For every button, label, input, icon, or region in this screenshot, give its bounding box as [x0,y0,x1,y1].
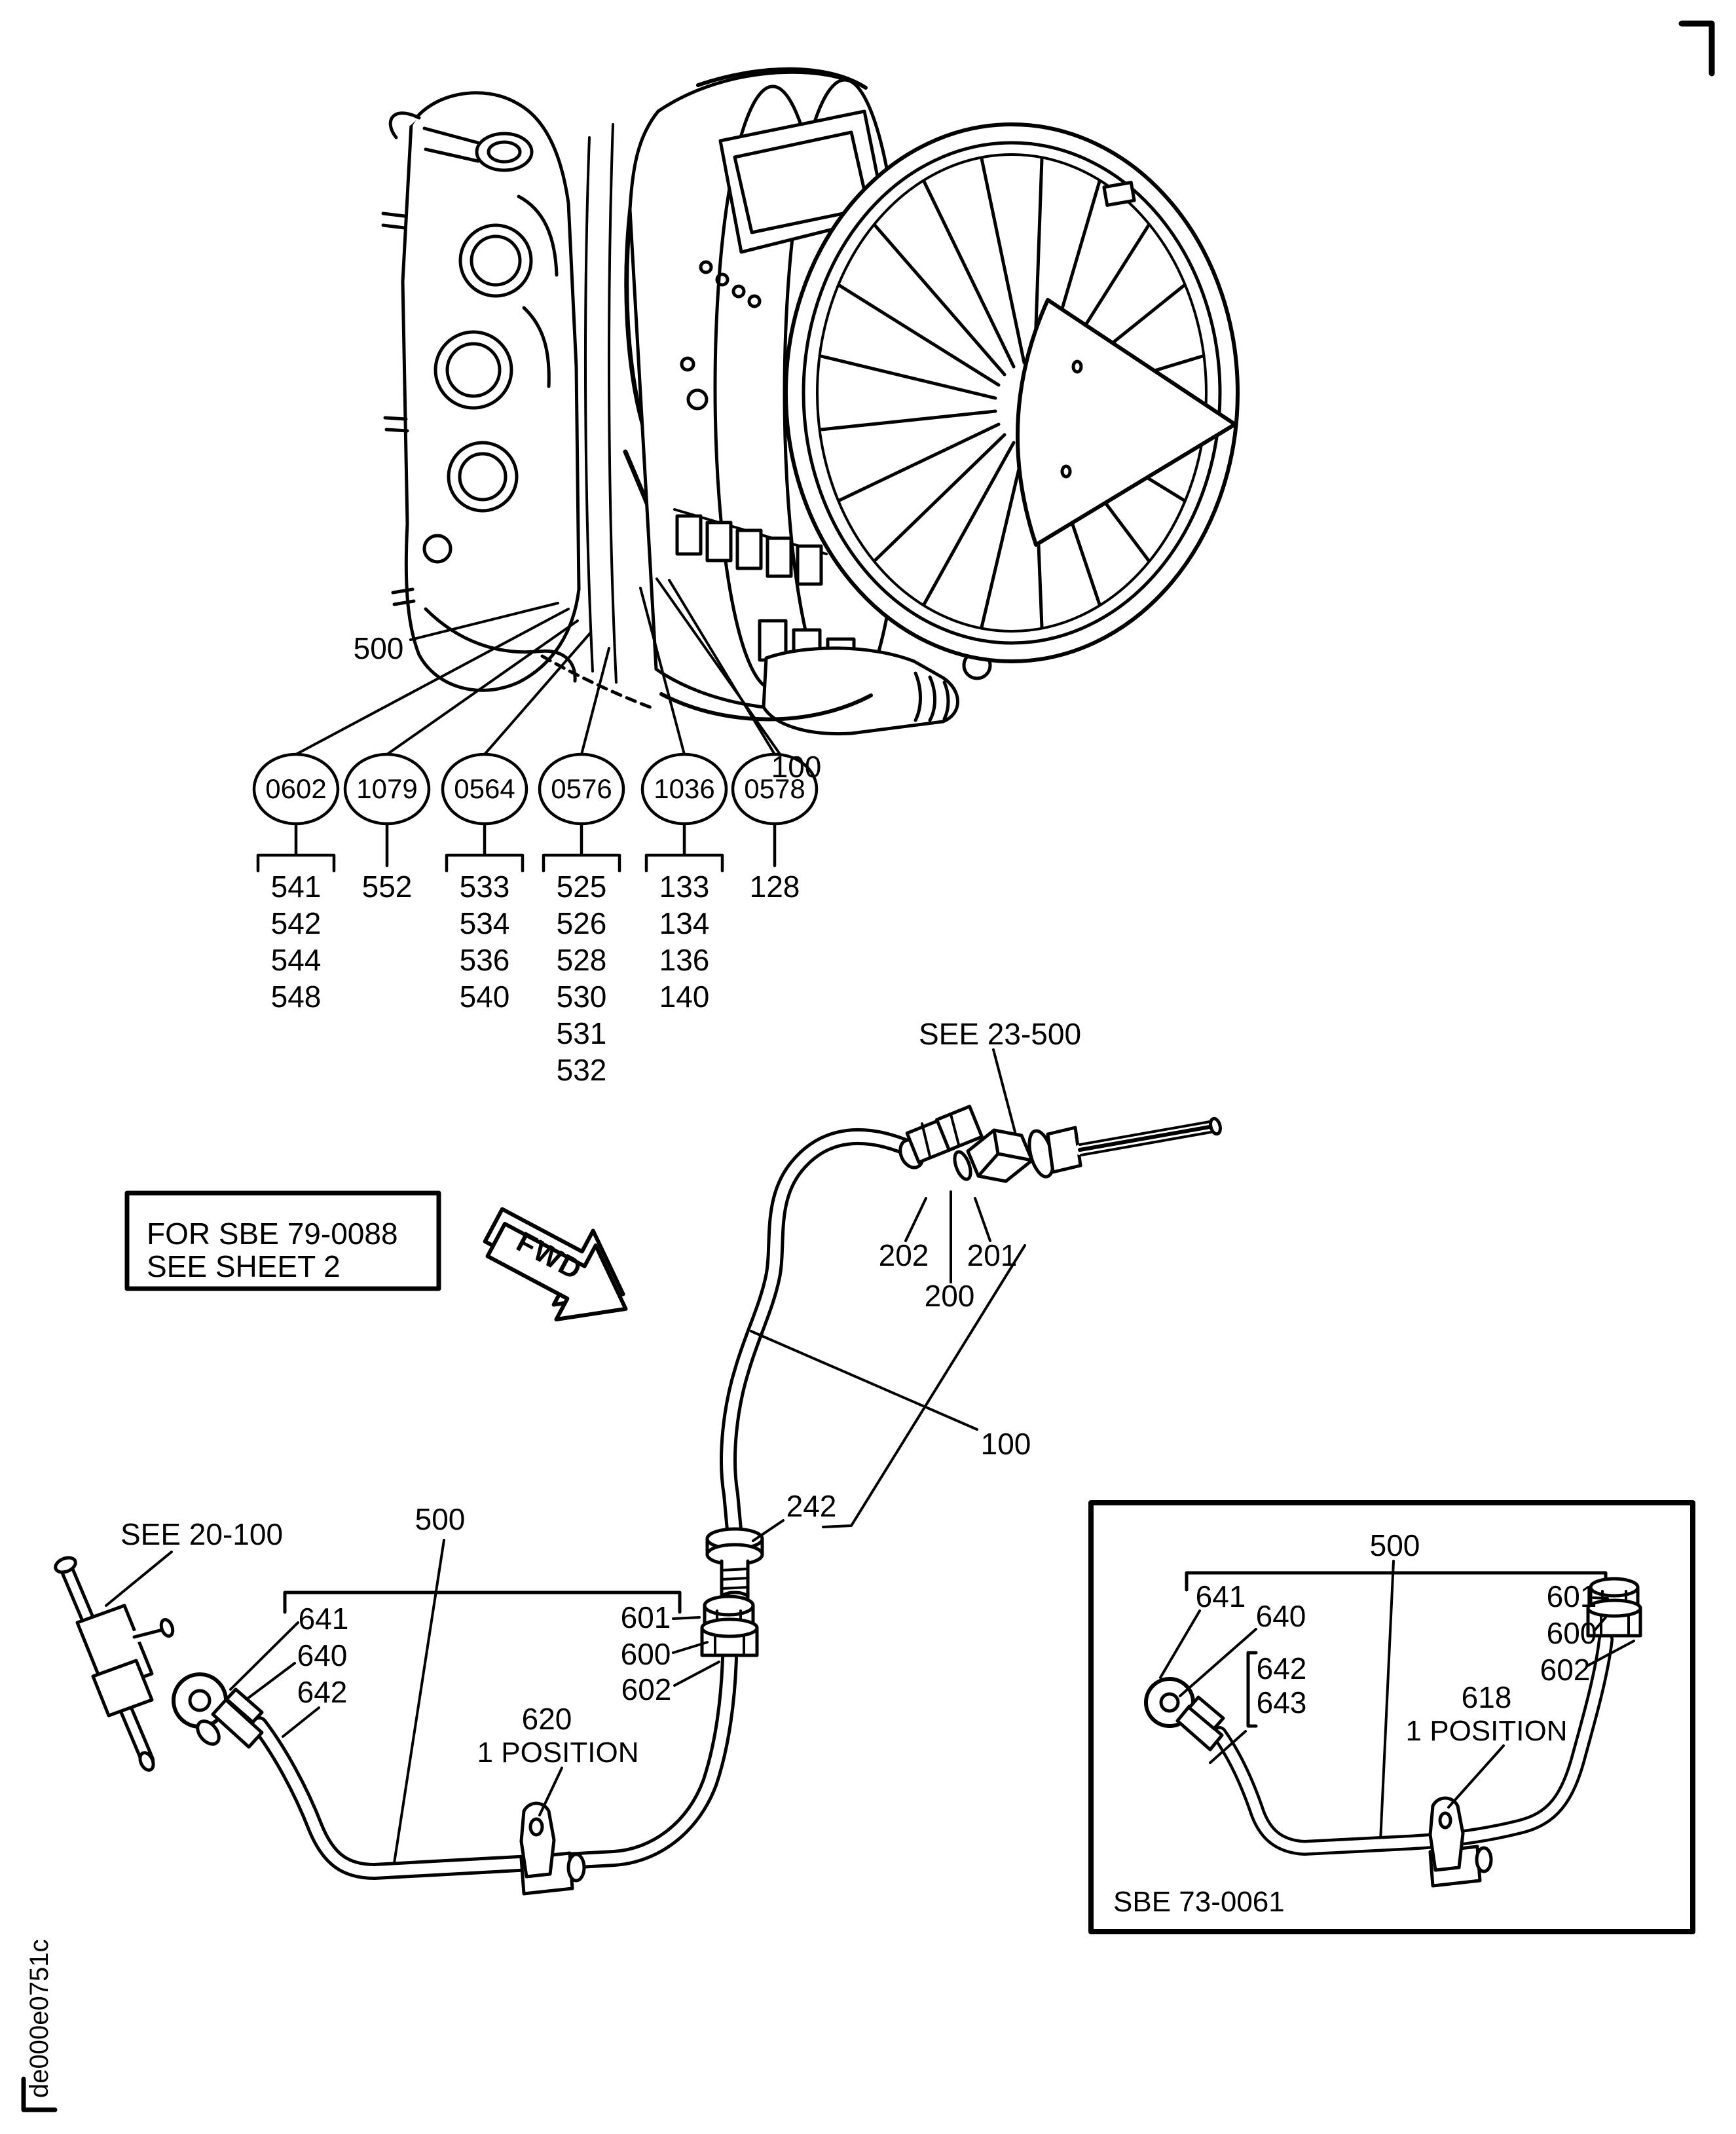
main-assembly-leaders [229,1616,720,1816]
label-600: 600 [620,1637,671,1671]
label-201: 201 [967,1238,1018,1272]
engine-leader-lines [295,578,782,756]
inset-label-642: 642 [1256,1651,1307,1685]
label-601: 601 [620,1600,671,1634]
fan-assembly [784,122,1240,663]
inset-label-1-position: 1 POSITION [1405,1715,1568,1747]
tube-end-fitting-top [898,1105,984,1169]
callout-item: 532 [556,1053,607,1087]
callout-circle-0576: 0576 [551,773,612,804]
see-ref-20-100: SEE 20-100 [120,1517,284,1551]
callout-item: 525 [556,870,607,904]
callout-item: 133 [659,870,710,904]
callout-circle-1036: 1036 [654,773,715,804]
see-ref-23-500: SEE 23-500 [918,1017,1082,1051]
dashed-line [540,654,656,710]
lower-accessory [762,646,992,736]
inset-label-601: 601 [1546,1579,1597,1613]
callout-item: 544 [270,943,322,977]
accessory-gearbox [381,91,581,692]
banjo-elbow-fitting [172,1672,264,1749]
upper-tube-leaders [750,1190,1026,1542]
callout-item: 136 [659,943,710,977]
tube-end-fitting-bottom [705,1527,764,1605]
label-engine-100: 100 [771,750,822,784]
inset-label-618: 618 [1461,1680,1512,1714]
clamp-bracket [519,1801,586,1896]
corner-mark-top-right [1678,20,1715,77]
callout-item: 526 [556,906,607,940]
inset-label-640: 640 [1255,1599,1306,1633]
callout-item: 540 [459,980,510,1014]
upper-tube-assembly [705,1105,1026,1605]
sensor-part [953,1048,1222,1183]
note-box-border [124,1190,441,1291]
label-1-position: 1 POSITION [477,1737,639,1769]
label-242: 242 [786,1489,837,1523]
callout-item: 536 [459,943,510,977]
engine-illustration [381,67,1240,736]
inset-label-641: 641 [1195,1579,1246,1613]
main-tube-assembly [172,1539,759,1896]
corner-mark-bottom-left [21,2076,58,2112]
label-200: 200 [924,1279,975,1313]
fwd-arrow-icon [483,1207,628,1321]
inset-box [1088,1500,1695,1934]
label-620: 620 [521,1702,572,1736]
inset-label-600: 600 [1546,1616,1597,1650]
label-642: 642 [297,1675,348,1709]
label-202: 202 [878,1238,929,1272]
inset-label-500: 500 [1369,1528,1420,1562]
note-box-line2: SEE SHEET 2 [147,1249,341,1283]
inset-label-643: 643 [1256,1685,1307,1720]
label-100: 100 [980,1427,1031,1461]
label-641: 641 [298,1602,349,1636]
note-box-line1: FOR SBE 79-0088 [147,1217,398,1251]
callout-circle-0602: 0602 [265,773,327,804]
callout-item: 530 [556,980,607,1014]
callout-item: 140 [659,980,710,1014]
callout-circles [252,752,819,873]
callout-item: 531 [556,1016,607,1050]
doc-code: de000e0751c [25,1939,54,2098]
see-20-100-part [54,1551,175,1772]
label-500-assembly: 500 [415,1502,466,1536]
callout-item: 534 [459,906,510,940]
callout-item: 533 [459,870,510,904]
callout-item: 128 [749,870,800,904]
callout-item: 542 [270,906,322,940]
inset-caption: SBE 73-0061 [1113,1886,1285,1918]
spinner-cone [1015,298,1237,547]
callout-item: 548 [270,980,322,1014]
callout-circle-0578: 0578 [744,773,805,804]
callout-item: 541 [270,870,322,904]
callout-item: 528 [556,943,607,977]
inset-leaders [1159,1596,1635,1809]
label-602: 602 [621,1672,672,1706]
callout-circle-1079: 1079 [356,773,418,804]
label-engine-500: 500 [353,631,404,665]
label-640: 640 [297,1638,348,1672]
callout-circle-0564: 0564 [454,773,515,804]
right-fitting [700,1594,759,1657]
inset-label-602: 602 [1540,1653,1591,1687]
callout-item: 134 [659,906,710,940]
callout-item: 552 [361,870,413,904]
